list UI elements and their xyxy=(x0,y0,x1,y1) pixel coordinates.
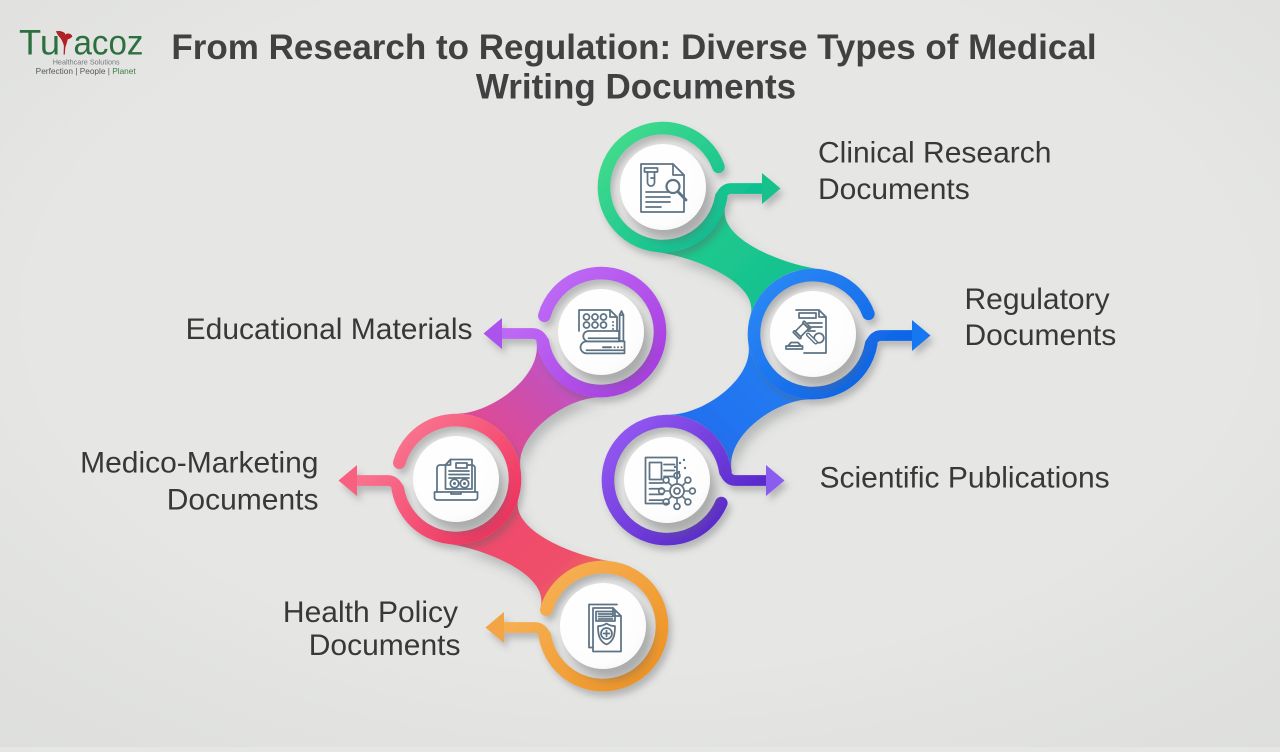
svg-text:Documents: Documents xyxy=(965,319,1117,352)
svg-text:Scientific Publications: Scientific Publications xyxy=(820,462,1110,495)
svg-text:Clinical Research: Clinical Research xyxy=(818,137,1051,170)
svg-text:Regulatory: Regulatory xyxy=(965,283,1110,316)
svg-text:Health Policy: Health Policy xyxy=(283,596,458,629)
svg-text:Perfection | People | Planet: Perfection | People | Planet xyxy=(36,67,137,76)
svg-text:Medico-Marketing: Medico-Marketing xyxy=(80,446,318,479)
svg-text:acoz: acoz xyxy=(74,24,144,63)
svg-text:Writing Documents: Writing Documents xyxy=(476,68,796,107)
svg-text:Tu: Tu xyxy=(19,24,60,63)
svg-text:Documents: Documents xyxy=(818,173,970,206)
svg-text:Documents: Documents xyxy=(309,629,461,662)
svg-text:Educational Materials: Educational Materials xyxy=(186,313,473,346)
svg-text:Healthcare Solutions: Healthcare Solutions xyxy=(53,58,120,67)
svg-text:Documents: Documents xyxy=(167,483,319,516)
svg-text:From Research to Regulation: D: From Research to Regulation: Diverse Typ… xyxy=(171,28,1096,67)
